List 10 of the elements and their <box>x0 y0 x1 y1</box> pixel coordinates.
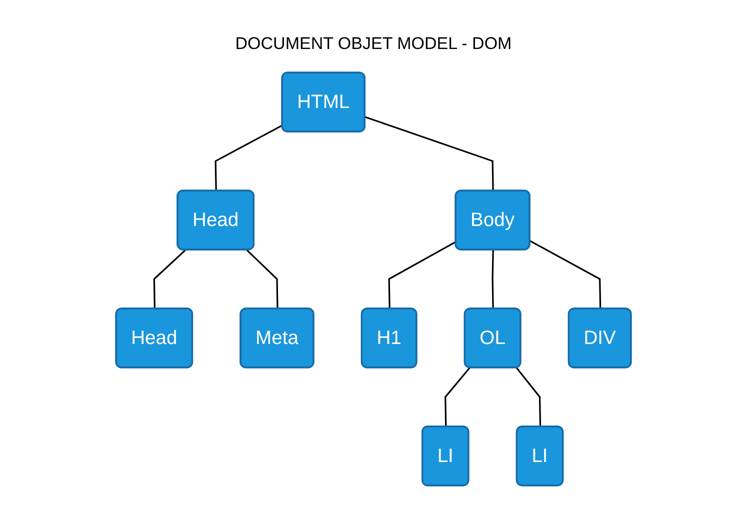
connector <box>214 124 283 192</box>
connector <box>516 367 542 427</box>
connector <box>364 116 494 192</box>
connector <box>246 249 278 310</box>
connector <box>388 240 456 310</box>
diagram-title: DOCUMENT OBJET MODEL - DOM <box>235 34 512 54</box>
connector <box>444 367 470 427</box>
connector <box>530 240 602 310</box>
connector <box>492 250 494 310</box>
connector <box>153 249 186 310</box>
